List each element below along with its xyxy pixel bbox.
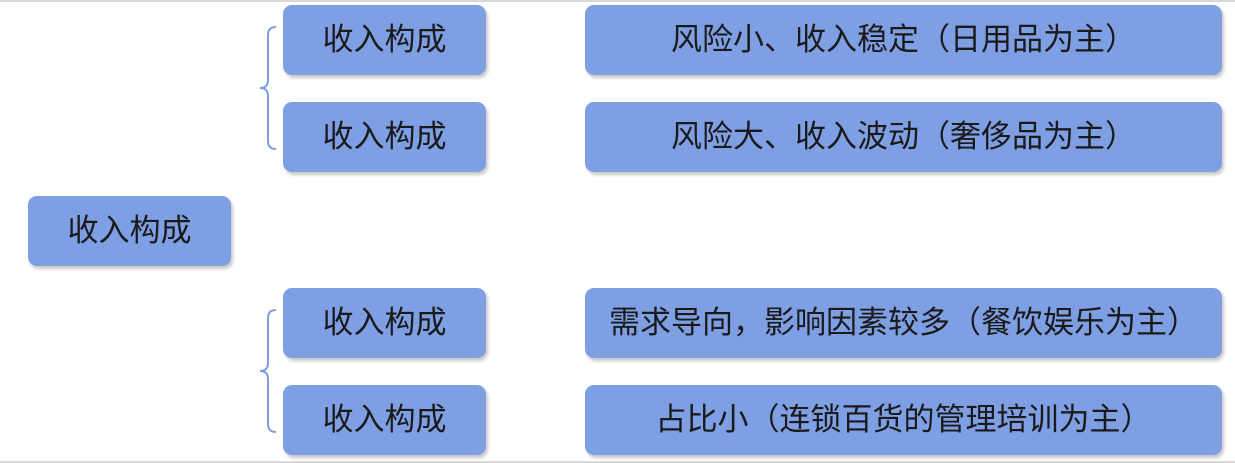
description-node-1: 风险小、收入稳定（日用品为主） — [585, 5, 1222, 75]
description-node-text: 占比小（连锁百货的管理培训为主） — [655, 401, 1152, 438]
root-node: 收入构成 — [28, 196, 231, 266]
description-node-4: 占比小（连锁百货的管理培训为主） — [585, 385, 1222, 455]
bracket-top-group — [259, 26, 277, 150]
category-node-1: 收入构成 — [283, 5, 486, 75]
description-node-text: 风险大、收入波动（奢侈品为主） — [671, 118, 1136, 155]
description-node-2: 风险大、收入波动（奢侈品为主） — [585, 102, 1222, 172]
category-node-4: 收入构成 — [283, 385, 486, 455]
description-node-3: 需求导向，影响因素较多（餐饮娱乐为主） — [585, 288, 1222, 358]
category-node-label: 收入构成 — [322, 401, 447, 438]
category-node-label: 收入构成 — [322, 118, 447, 155]
root-node-label: 收入构成 — [67, 212, 192, 249]
category-node-2: 收入构成 — [283, 102, 486, 172]
description-node-text: 需求导向，影响因素较多（餐饮娱乐为主） — [609, 304, 1198, 341]
category-node-label: 收入构成 — [322, 304, 447, 341]
bracket-bottom-group — [259, 309, 277, 433]
description-node-text: 风险小、收入稳定（日用品为主） — [671, 21, 1136, 58]
category-node-3: 收入构成 — [283, 288, 486, 358]
category-node-label: 收入构成 — [322, 21, 447, 58]
